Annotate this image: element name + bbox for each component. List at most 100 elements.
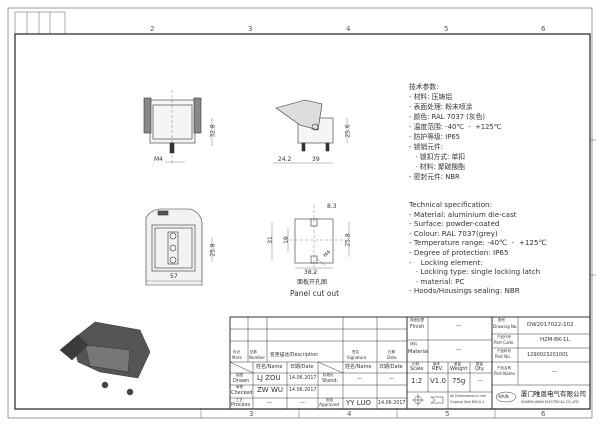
drawing-no-label: Drawing No. xyxy=(493,324,518,329)
drawn-date: 14.06.2017 xyxy=(289,376,317,381)
spec-line: - Material: aluminium die-cast xyxy=(409,209,517,219)
date-label: Date xyxy=(387,355,397,360)
finish-label: Finish xyxy=(410,324,425,330)
company-name-cn: 厦门唯恩电气有限公司 xyxy=(521,390,586,398)
process-name: — xyxy=(267,400,272,406)
spec-line: - Surface: powder-coated xyxy=(409,219,500,229)
part-name-label-cn: 产品名称 xyxy=(497,366,511,370)
checked-name: ZW WU xyxy=(257,386,283,394)
checked-date: 14.06.2017 xyxy=(289,388,317,393)
date-label-cn: 日期 xyxy=(388,350,395,354)
date-header: 日期/Date xyxy=(290,364,314,370)
qty-label-cn: 数量 xyxy=(476,362,483,366)
part-name-label: Part Name xyxy=(494,371,515,376)
wain-logo xyxy=(495,391,517,403)
spec-line: · Locking type: single locking latch xyxy=(409,267,541,277)
dim-cut-slot: 8.3 xyxy=(327,203,337,210)
spec-line: · 锁扣方式: 单扣 xyxy=(409,153,466,161)
dim-side-width: 39 xyxy=(312,156,320,163)
signature-label: Signature xyxy=(347,355,367,360)
weight-label: Weight xyxy=(450,366,468,372)
dim-front-height: 32.8 xyxy=(209,124,217,138)
spec-line: - 锁销元件: xyxy=(409,143,444,151)
weight-value: 75g xyxy=(452,377,466,385)
col-num: 5 xyxy=(444,25,449,33)
rev-label-cn: 版本 xyxy=(433,362,440,366)
spec-line: - 表面处理: 粉末喷涂 xyxy=(409,103,473,111)
drawn-label: Drawn xyxy=(233,378,250,384)
spec-line: - Hoods/Housings sealing: NBR xyxy=(409,286,520,296)
material-label-cn: 材料 xyxy=(410,342,417,346)
mark-label-cn: 标记 xyxy=(233,350,240,354)
bottom-view xyxy=(145,208,213,286)
checked-label-cn: 审核 xyxy=(236,385,243,389)
spec-line: - 温度范围: -40℃ - +125℃ xyxy=(409,123,502,131)
approved-label-cn: 批准 xyxy=(326,398,333,402)
col-num: 6 xyxy=(541,410,546,418)
mark-label: Mark xyxy=(232,355,242,360)
dim-bottom-inner: 25.8 xyxy=(209,243,217,257)
qty-label: Qty. xyxy=(475,366,485,372)
date-header: 日期/Date xyxy=(379,364,403,370)
number-label-cn: 处数 xyxy=(250,350,257,354)
spec-line: - Colour: RAL 7037(grey) xyxy=(409,228,498,238)
col-num: 3 xyxy=(249,410,254,418)
rev-value: V1.0 xyxy=(430,377,446,385)
name-header: 姓名/Name xyxy=(256,364,283,370)
finish-label-cn: 表面处理 xyxy=(410,318,424,322)
approved-label: Approved xyxy=(319,402,340,407)
spec-line: - 颜色: RAL 7037 (灰色) xyxy=(409,113,486,121)
spec-line: - 材料: 压铸铝 xyxy=(409,93,453,101)
col-num: 3 xyxy=(248,25,253,33)
signature-label-cn: 签名 xyxy=(352,350,359,354)
drawing-no-label-cn: 图号 xyxy=(498,318,505,322)
original-size-note: Original Size DIN A 4 xyxy=(450,400,485,404)
scale-value: 1:2 xyxy=(411,377,423,385)
part-code: H2M-BK-1L xyxy=(540,337,570,343)
dim-cut-width: 38.2 xyxy=(304,269,318,276)
number-label: Number xyxy=(249,355,266,360)
part-no-label: Part No. xyxy=(495,354,511,359)
dim-side-height: 25.6 xyxy=(344,124,352,138)
col-num: 4 xyxy=(347,410,352,418)
spec-cn-title: 技术参数: xyxy=(409,83,439,91)
title-block-grid xyxy=(229,316,591,410)
dim-cut-pitch: 25.8 xyxy=(344,233,352,247)
spec-line: - 密封元件: NBR xyxy=(409,173,460,181)
spec-en: Technical specification:- Material: alum… xyxy=(409,200,547,296)
zone-ticks xyxy=(200,139,596,418)
spec-line: - Locking element: xyxy=(409,257,483,267)
part-no-label-cn: 产品料号 xyxy=(497,349,511,353)
stand-label-cn: 标准化 xyxy=(323,373,334,377)
spec-line: · 材料: 聚碳酸酯 xyxy=(409,163,466,171)
checked-label: Checked xyxy=(231,390,253,396)
stand-date: — xyxy=(389,376,394,382)
edition-strip xyxy=(14,11,66,35)
col-num: 2 xyxy=(150,25,155,33)
panel-cut-label-en: Panel cut out xyxy=(290,289,340,298)
process-label-cn: 工艺 xyxy=(236,398,243,402)
qty-value: — xyxy=(478,378,483,384)
col-num: 5 xyxy=(445,410,450,418)
side-view xyxy=(273,99,348,164)
name-header: 姓名/Name xyxy=(345,364,372,370)
dim-bottom-width: 57 xyxy=(170,273,178,280)
finish-value: — xyxy=(456,323,461,329)
approved-date: 14.06.2017 xyxy=(378,401,406,406)
weight-label-cn: 重量 xyxy=(454,362,461,366)
rev-label: REV. xyxy=(432,366,443,372)
panel-cut-view xyxy=(271,205,350,275)
perspective-view xyxy=(59,321,151,396)
dim-thread: M4 xyxy=(154,156,163,163)
stand-label: Stand. xyxy=(322,378,339,384)
spec-cn: 技术参数: - 材料: 压铸铝 - 表面处理: 粉末喷涂 - 颜色: RAL 7037… xyxy=(409,82,501,182)
part-code-label: Part Code xyxy=(494,340,514,345)
spec-en-title: Technical specification: xyxy=(409,200,493,209)
dim-cut-inner: 19 xyxy=(282,236,290,244)
material-label: Material xyxy=(408,349,429,355)
outer-border xyxy=(7,7,593,419)
drawn-label-cn: 绘图 xyxy=(236,373,243,377)
part-no: 1290023201001 xyxy=(527,352,569,358)
